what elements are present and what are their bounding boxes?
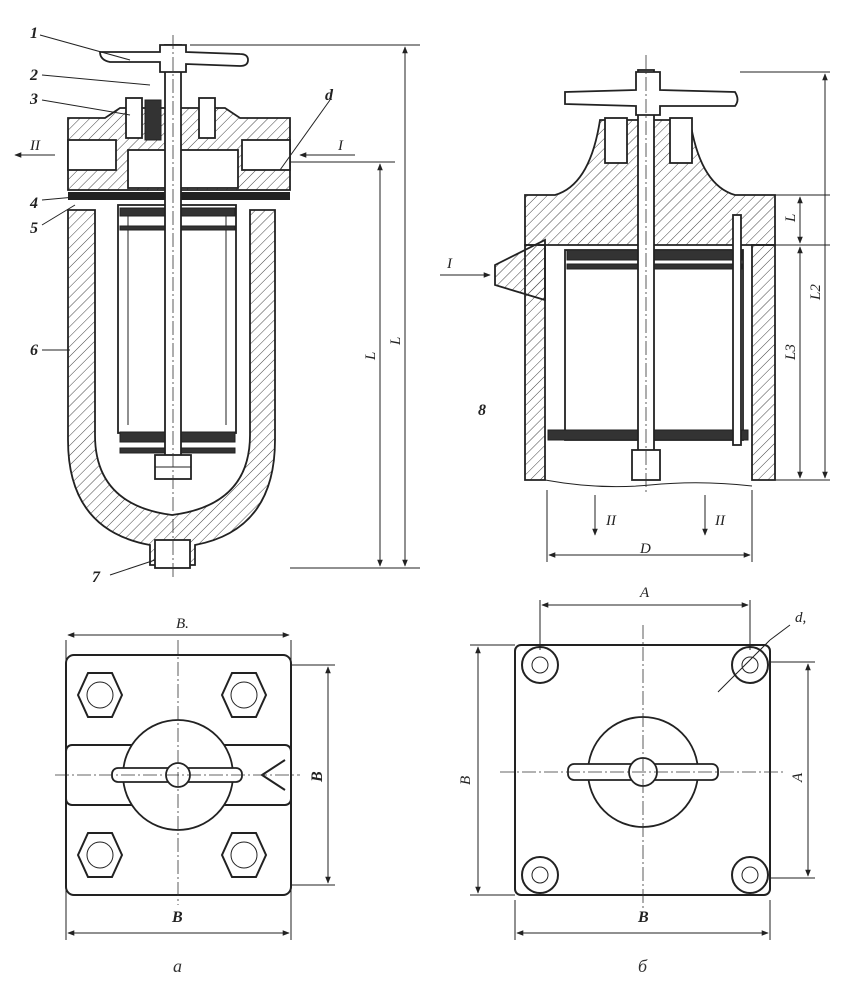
callout-5: 5 xyxy=(30,220,38,237)
flow-label-inlet-a: I xyxy=(337,138,344,154)
dim-L3: L3 xyxy=(783,344,799,361)
dim-L1-b: L xyxy=(783,214,799,223)
plan-view-a xyxy=(55,632,335,940)
gland-bolt-left xyxy=(125,97,143,139)
callout-1: 1 xyxy=(30,25,38,42)
head-cavity xyxy=(127,149,239,189)
inlet-port xyxy=(241,139,291,171)
caption-a: a xyxy=(173,956,182,976)
caption-b: б xyxy=(638,956,648,976)
dim-A-side-b: A xyxy=(790,772,806,783)
dim-L-outer: L xyxy=(388,337,404,346)
t-handle-b xyxy=(564,71,739,116)
callout-8: 8 xyxy=(478,402,486,419)
flow-label-outlet-b2: II xyxy=(714,513,726,529)
bolt-head-bl xyxy=(76,832,124,878)
callout-2: 2 xyxy=(29,67,38,84)
guide-rod-b xyxy=(732,214,742,446)
dim-B-side-b: B xyxy=(458,776,474,785)
mount-holes xyxy=(521,646,769,894)
flow-label-inlet-b: I xyxy=(446,256,453,272)
filter-bowl xyxy=(67,209,276,566)
drain-plug xyxy=(154,539,191,569)
dim-L-inner: L xyxy=(363,352,379,361)
dim-B-plan-b: B xyxy=(637,909,649,926)
dim-B1-plan-a: B. xyxy=(176,616,189,632)
section-view-a xyxy=(14,34,420,580)
dim-D: D xyxy=(639,541,651,557)
dim-B-plan-a: B xyxy=(171,909,183,926)
bolt-head-br xyxy=(220,832,268,878)
callout-4: 4 xyxy=(29,195,38,212)
callout-3: 3 xyxy=(29,91,38,108)
plan-body-b xyxy=(514,644,771,896)
flow-label-outlet-a: II xyxy=(29,138,41,154)
dim-L2: L2 xyxy=(808,284,824,301)
gland-bolt-right xyxy=(198,97,216,139)
section-view-b xyxy=(440,55,830,562)
inlet-nozzle-b xyxy=(494,238,546,302)
callout-7: 7 xyxy=(92,569,101,586)
flow-label-outlet-b1: II xyxy=(605,513,617,529)
callout-d: d xyxy=(325,87,334,104)
callout-6: 6 xyxy=(30,342,38,359)
plan-view-b xyxy=(470,600,815,940)
bolt-head-tl xyxy=(76,672,124,718)
right-wall-b xyxy=(751,244,776,481)
outlet-port xyxy=(67,139,117,171)
dim-A-plan-b: A xyxy=(639,585,650,601)
callout-d1: d, xyxy=(795,610,806,626)
dim-B-side-a: B xyxy=(309,771,326,783)
t-handle xyxy=(99,44,249,73)
bolt-head-tr xyxy=(220,672,268,718)
